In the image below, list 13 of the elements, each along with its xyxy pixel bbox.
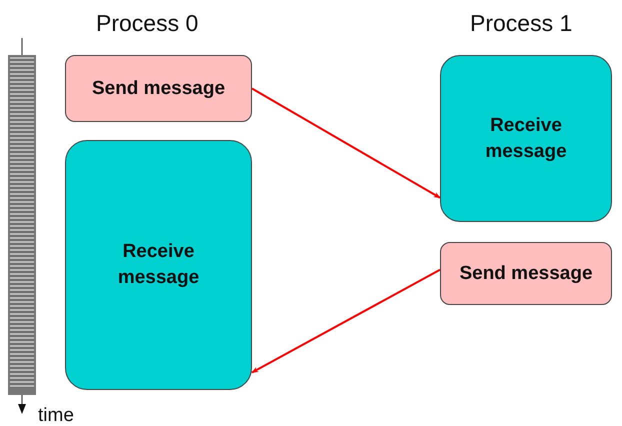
send-box	[440, 242, 612, 305]
axis-label: time	[38, 405, 74, 426]
send-box	[65, 55, 252, 122]
column-heading: Process 1	[470, 10, 572, 37]
box-label: Send message	[459, 262, 593, 286]
arrow	[252, 88, 441, 199]
receive-box	[440, 55, 612, 222]
box-label: Receive message	[484, 114, 568, 164]
column-heading: Process 0	[96, 10, 198, 37]
box-label: Send message	[92, 76, 226, 101]
box-label: Receive message	[116, 240, 200, 290]
arrow	[251, 268, 440, 374]
receive-box	[65, 140, 252, 390]
